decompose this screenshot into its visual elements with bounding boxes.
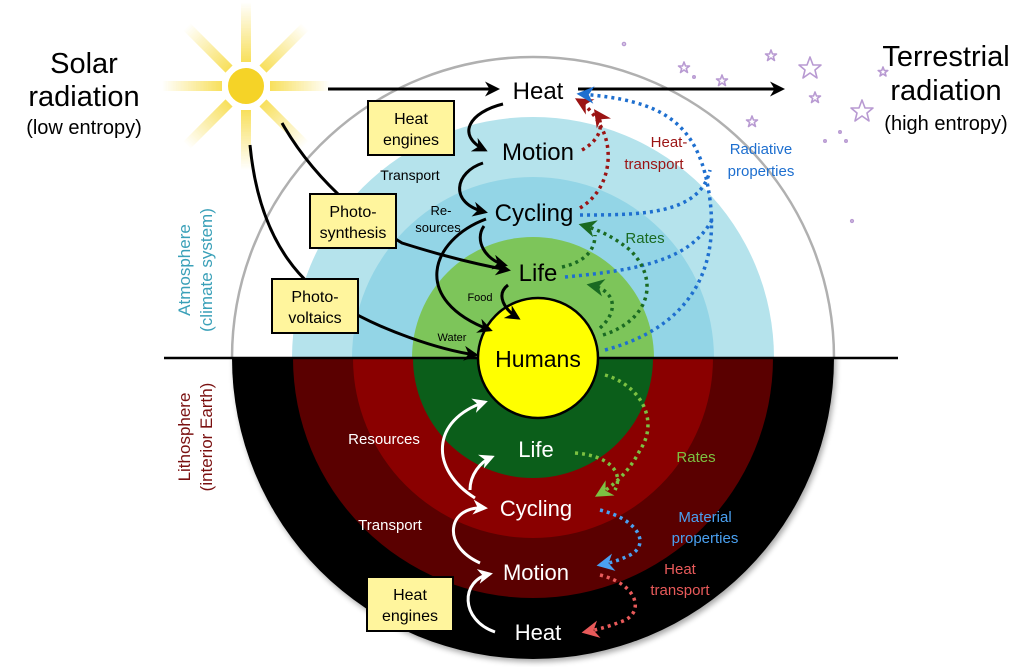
star-icon (877, 66, 889, 77)
transport-label-top: Transport (380, 167, 440, 183)
lithosphere-side-label: Lithosphere (interior Earth) (175, 383, 216, 492)
atmosphere-label-line2: (climate system) (197, 208, 216, 332)
level-cycling-bottom: Cycling (500, 496, 572, 521)
food-label: Food (467, 292, 492, 304)
star-icon (808, 91, 822, 104)
material-properties-arrow (596, 508, 642, 571)
lithosphere-levels: Life Cycling Motion Heat (500, 437, 572, 645)
box-label-line1: Photo- (329, 204, 376, 221)
box-label-line1: Heat (393, 587, 427, 604)
star-icon (745, 115, 759, 128)
solar-title-line2: radiation (28, 81, 139, 113)
level-heat-top: Heat (513, 78, 564, 105)
lithosphere-hemisphere (232, 358, 834, 659)
photovoltaics-box: Photo- voltaics (271, 278, 359, 334)
lithosphere-label-line1: Lithosphere (175, 393, 194, 482)
heat-transport-bottom-arrow (581, 573, 638, 638)
rates-humans-to-life-arrow (586, 279, 615, 330)
star-icon (715, 74, 729, 87)
radiative-life-arrow (564, 219, 714, 279)
solar-radiation-title: Solar radiation (low entropy) (26, 48, 142, 139)
terrestrial-title-line1: Terrestrial (882, 41, 1009, 73)
cycling-to-life-arrow-bottom (468, 454, 495, 491)
atmosphere-levels: Heat Motion Cycling Life (495, 78, 574, 287)
radiative-label-line1: Radiative (730, 141, 793, 158)
terrestrial-title-line2: radiation (890, 75, 1001, 107)
level-motion-bottom: Motion (503, 560, 569, 585)
energy-flow-arrows-bottom (440, 398, 496, 634)
heat-transport-bottom-label-line1: Heat (664, 561, 697, 578)
star-icon (677, 61, 691, 74)
life-to-humans-arrow (500, 283, 521, 320)
heat-transport-label-line2: transport (624, 156, 684, 173)
box-label-line2: engines (382, 608, 438, 625)
flow-labels-top: Transport Re- sources Food Water (380, 167, 492, 344)
solar-title-line3: (low entropy) (26, 117, 142, 139)
photosynthesis-box: Photo- synthesis (309, 193, 397, 249)
flow-labels-bottom: Resources Transport (348, 431, 422, 534)
sun-to-life-photosynthesis-arrow (280, 122, 511, 276)
humans-label: Humans (495, 346, 581, 372)
material-label-line1: Material (678, 509, 731, 526)
water-label: Water (438, 332, 467, 344)
box-label-line2: engines (383, 132, 439, 149)
heat-transport-bottom-label-line2: transport (650, 582, 710, 599)
sun-icon (162, 2, 330, 170)
lithosphere-label-line2: (interior Earth) (197, 383, 216, 492)
radiative-humans-to-heat-arrow (576, 86, 714, 352)
solar-title-line1: Solar (50, 48, 118, 80)
heat-engines-box-top: Heat engines (367, 100, 455, 156)
feedback-arrows-bottom (574, 373, 650, 638)
resources-label-line2: sources (415, 220, 461, 235)
cycling-to-humans-arrow (435, 217, 493, 333)
heat-transport-motion-arrow (581, 109, 612, 152)
feedback-labels-top: Heat- transport Radiative properties Rat… (624, 134, 794, 247)
rates-label-bottom: Rates (676, 449, 715, 466)
feedback-arrows-top (561, 86, 714, 352)
star-icon (850, 99, 874, 122)
heat-to-motion-arrow-bottom (466, 569, 496, 634)
level-cycling-top: Cycling (495, 200, 574, 227)
resources-label-line1: Re- (431, 203, 452, 218)
material-label-line2: properties (672, 530, 739, 547)
rates-humans-to-cycling-bottom-arrow (594, 373, 650, 497)
terrestrial-title-line3: (high entropy) (884, 113, 1007, 135)
star-icon (764, 49, 778, 62)
feedback-labels-bottom: Rates Material properties Heat transport (650, 449, 738, 599)
transport-label-bottom: Transport (358, 517, 422, 534)
box-label-line1: Heat (394, 111, 428, 128)
rates-life-to-cycling-bottom-arrow (574, 451, 620, 491)
heat-to-motion-arrow (467, 102, 504, 152)
heat-transport-label-line1: Heat- (651, 134, 688, 151)
stars-decoration (621, 41, 889, 224)
atmosphere-side-label: Atmosphere (climate system) (175, 208, 216, 332)
cycling-to-humans-arrow-bottom (440, 398, 488, 500)
heat-engines-box-bottom: Heat engines (366, 576, 454, 632)
radiative-cycling-arrow (579, 169, 712, 217)
star-icon (798, 56, 822, 79)
level-heat-bottom: Heat (515, 620, 561, 645)
box-label-line2: voltaics (288, 310, 341, 327)
rates-life-to-cycling-arrow (561, 234, 597, 269)
box-label-line1: Photo- (291, 289, 338, 306)
box-label-line2: synthesis (320, 225, 387, 242)
level-life-bottom: Life (518, 437, 553, 462)
resources-label-bottom: Resources (348, 431, 420, 448)
level-life-top: Life (519, 260, 558, 287)
motion-to-cycling-arrow-bottom (452, 499, 488, 565)
terrestrial-radiation-title: Terrestrial radiation (high entropy) (882, 41, 1009, 135)
rates-label-top: Rates (625, 230, 664, 247)
motion-to-cycling-arrow (458, 161, 488, 217)
level-motion-top: Motion (502, 139, 574, 166)
radiative-label-line2: properties (728, 163, 795, 180)
atmosphere-label-line1: Atmosphere (175, 224, 194, 316)
